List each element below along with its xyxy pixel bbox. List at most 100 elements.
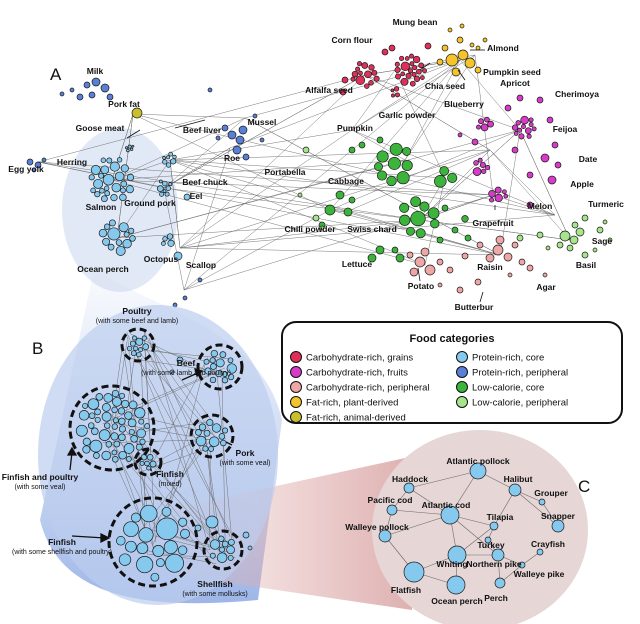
legend-item-label: Carbohydrate-rich, fruits: [306, 368, 408, 379]
pork-cluster-node: [208, 436, 220, 447]
lowcal-peripheral-node: [536, 231, 544, 239]
lowcal-cluster-3-node: [447, 172, 458, 183]
finfish-poultry-cluster-node: [110, 432, 119, 441]
goose-cluster-node: [127, 144, 132, 149]
herring-salmon-cluster-node: [90, 165, 101, 175]
lowcal-core-node: [451, 226, 459, 234]
network-edge: [384, 514, 451, 537]
mung-bean-cluster-node: [409, 53, 414, 59]
finfish-poultry-cluster-node: [111, 423, 118, 430]
legend-item-label: Fat-rich, plant-derived: [306, 398, 398, 409]
cluster-shellfish: [202, 529, 244, 571]
finfish-poultry-cluster-node: [93, 452, 100, 459]
shellfish-cluster-node: [209, 552, 216, 559]
lowcal-core-node: [441, 204, 449, 212]
network-edge: [150, 346, 218, 440]
label-perch: Perch: [484, 593, 508, 603]
mung-bean-cluster-node: [418, 62, 425, 69]
fish-node-ap: [469, 462, 487, 480]
panel-b-background: [38, 305, 278, 605]
finfish-cluster-node: [155, 558, 165, 568]
fruits-cluster-1-node: [473, 160, 479, 166]
network-a-nodes: [26, 23, 613, 308]
network-edge: [329, 209, 501, 256]
plant-fat-node: [445, 53, 459, 67]
finfish-cluster-node: [177, 545, 188, 555]
cabbage-cluster-node: [376, 150, 389, 163]
corn-flour-cluster-node: [361, 62, 369, 69]
network-edge: [408, 470, 479, 489]
label-almond: Almond: [487, 43, 519, 53]
label-shellfish-sub: (with some mollusks): [182, 591, 247, 598]
ground-pork-cluster-node: [164, 191, 170, 197]
pork-cluster-node: [203, 429, 211, 437]
protein-node: [194, 524, 202, 532]
network-edge: [183, 59, 461, 291]
herring-salmon-cluster-node: [120, 164, 129, 173]
label-poultry: Poultry: [122, 306, 152, 316]
shellfish-cluster-node: [227, 554, 234, 561]
label-octopus: Octopus: [144, 254, 179, 264]
fruits-cluster-1-node: [479, 161, 486, 169]
lowcal-core-node: [324, 204, 336, 216]
fruits-cluster-2-node: [520, 115, 529, 125]
network-edge: [364, 74, 491, 151]
finfish-poultry-cluster-node: [112, 417, 119, 424]
panel-a-pointers: [126, 49, 496, 303]
network-edge: [183, 209, 331, 291]
finfish-mixed-cluster-node: [144, 460, 150, 467]
fruits-cluster-2-node: [524, 127, 532, 135]
finfish-cluster-node: [136, 556, 154, 574]
finfish-cluster-node: [155, 517, 179, 541]
beef-chuck-cluster-node: [168, 151, 174, 157]
beef-cluster-node: [209, 357, 216, 364]
label-portabella: Portabella: [264, 167, 305, 177]
ocean-perch-cluster-node: [107, 227, 121, 241]
label-halibut: Halibut: [504, 474, 533, 484]
protein-node: [169, 369, 175, 375]
network-edge: [104, 423, 215, 561]
fish-node-wk: [518, 561, 526, 569]
finfish-poultry-cluster-node: [111, 389, 120, 398]
finfish-mixed-cluster-node: [146, 465, 151, 471]
swiss-chard-cluster-node: [427, 207, 440, 220]
herring-salmon-cluster-node: [125, 185, 134, 194]
herring-salmon-cluster-node: [120, 187, 126, 194]
swiss-chard-cluster-node: [399, 202, 410, 213]
finfish-poultry-cluster-node: [82, 437, 91, 446]
mung-bean-cluster-node: [422, 68, 427, 74]
finfish-poultry-cluster-node: [130, 435, 138, 443]
label-poultry-sub: (with some beef and lamb): [96, 318, 178, 325]
finfish-poultry-cluster-node: [126, 456, 132, 462]
network-edge: [364, 74, 521, 131]
network-edge: [179, 247, 501, 256]
pork-cluster-node: [208, 445, 215, 452]
legend-swatch: [456, 351, 468, 363]
network-edge: [169, 159, 556, 216]
network-edge: [179, 129, 353, 249]
swiss-chard-cluster-node: [415, 228, 426, 239]
legend-item-label: Carbohydrate-rich, grains: [306, 353, 413, 364]
swiss-chard-cluster-node: [419, 201, 430, 212]
label-beef-chuck: Beef chuck: [182, 177, 228, 187]
fruits-cluster-2-node: [528, 117, 534, 123]
grain-node: [339, 88, 347, 96]
fruit-node: [516, 94, 524, 102]
network-edge: [489, 149, 556, 216]
network-edge: [345, 149, 491, 213]
corn-flour-cluster-node: [355, 66, 361, 72]
protein-peripheral-node: [215, 135, 221, 141]
finfish-poultry-cluster-node: [104, 422, 111, 429]
carb-peripheral-node: [406, 251, 414, 259]
fruits-cluster-3-node: [487, 120, 494, 128]
label-turmeric: Turmeric: [588, 199, 624, 209]
protein-peripheral-node: [100, 83, 110, 93]
grains-small-cluster-node: [393, 86, 400, 92]
fruits-cluster-2-node: [518, 133, 525, 140]
network-edge: [169, 149, 491, 161]
legend-item-label: Low-calorie, core: [472, 383, 544, 394]
pork-cluster-node: [220, 439, 227, 447]
lowcal-core-node: [335, 190, 345, 200]
protein-node: [176, 356, 184, 364]
label-cherimoya: Cherimoya: [555, 89, 599, 99]
